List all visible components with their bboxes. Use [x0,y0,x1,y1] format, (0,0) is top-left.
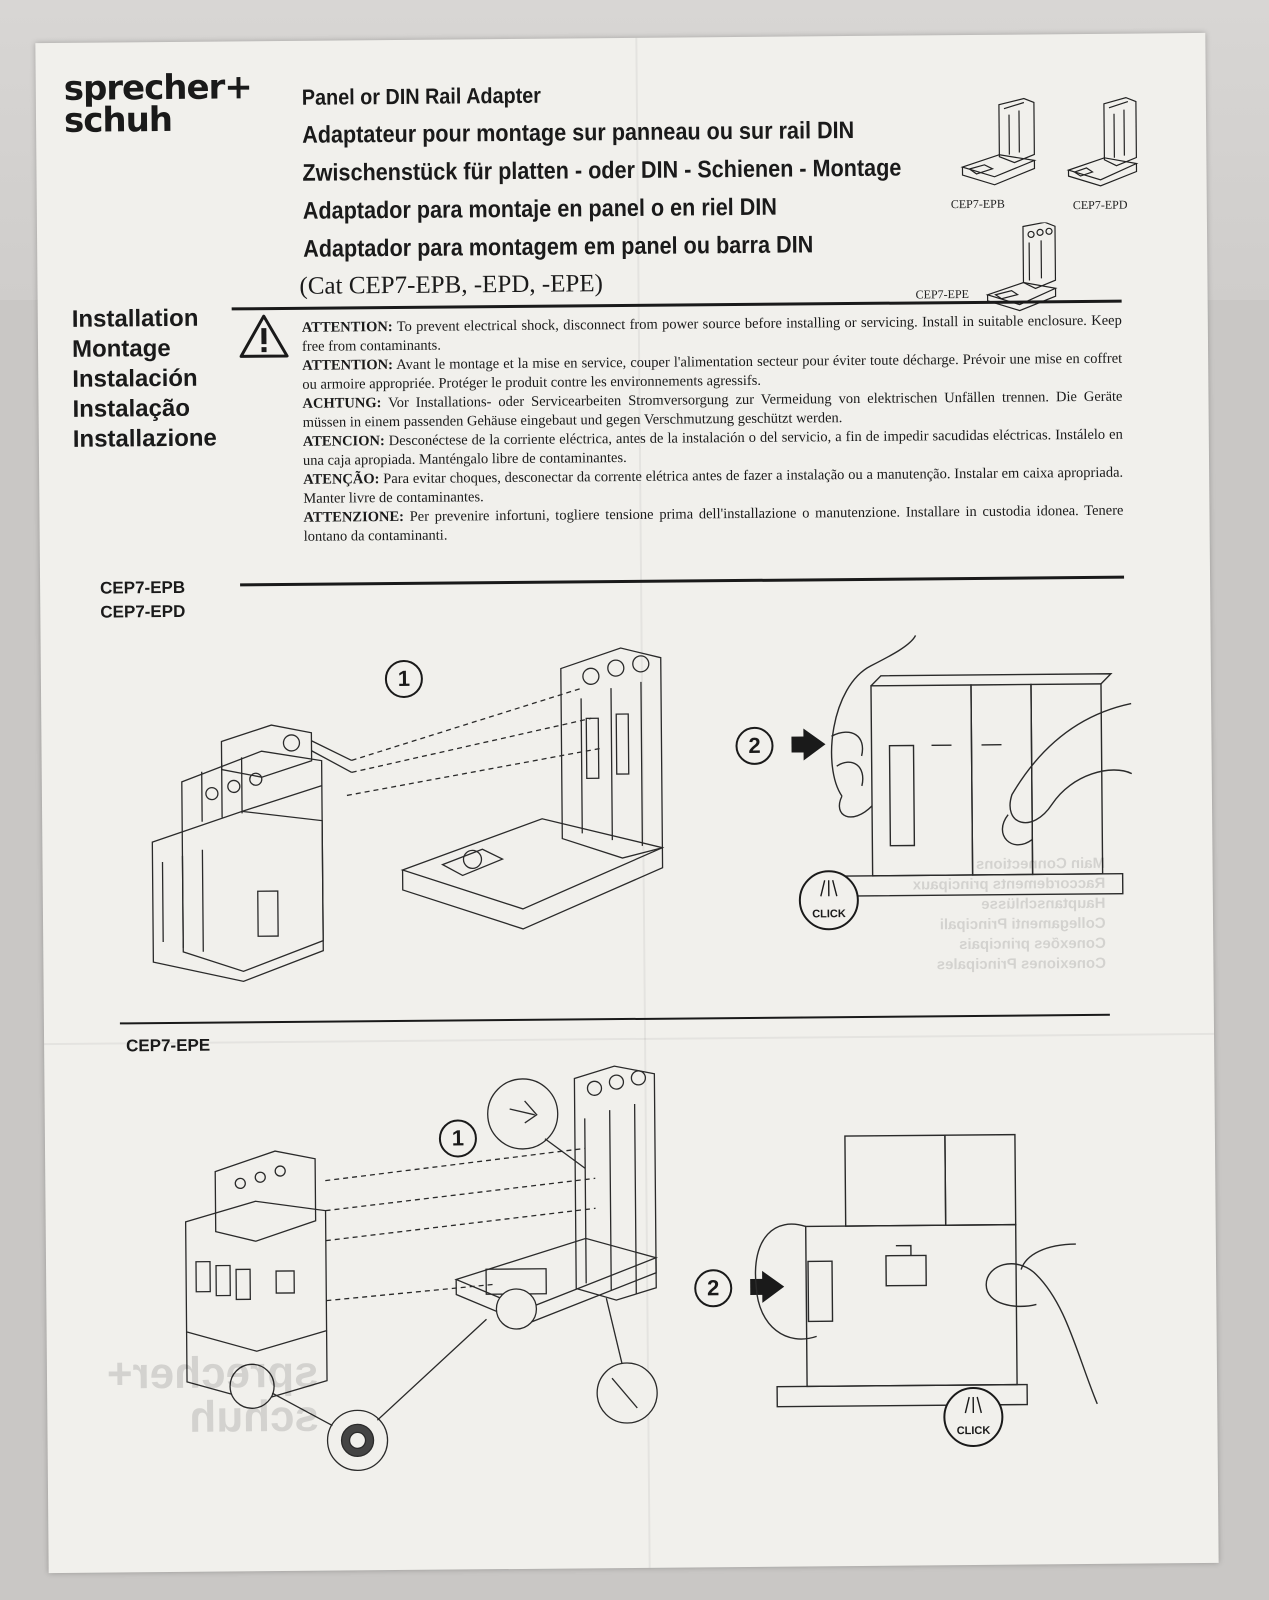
title-en: Panel or DIN Rail Adapter [301,82,542,110]
show-through-logo: sprecher+schuh [106,1347,320,1442]
warning-it: ATTENZIONE: Per prevenire infortuni, tog… [303,502,1123,547]
warning-label: ACHTUNG: [302,395,382,412]
warning-body: Para evitar choques, desconectar da corr… [303,464,1124,507]
section1-assembly-illustration [140,618,663,983]
click-label: CLICK [956,1424,991,1438]
section1-labels: CEP7-EPB CEP7-EPD [100,576,185,625]
brand-logo: sprecher+ schuh [63,67,253,141]
warning-bottom-rule [240,575,1125,587]
product-label-epb: CEP7-EPB [950,196,1005,212]
section1-label-epd: CEP7-EPD [100,601,186,622]
installation-headings: Installation Montage Instalación Instala… [72,304,217,455]
step-2-badge: 2 [694,1269,733,1308]
warning-body: Per prevenire infortuni, togliere tensio… [303,502,1124,545]
click-tick-icon [964,1396,983,1414]
click-tick-icon [820,880,838,897]
epd-product-illustration [1066,96,1139,187]
warning-body: Vor Installations- oder Servicearbeiten … [302,388,1123,431]
section-divider [119,1013,1110,1025]
section1-label-epb: CEP7-EPB [100,577,186,598]
click-indicator: CLICK [798,869,860,931]
warning-triangle-icon [239,314,289,358]
installation-es: Instalación [72,364,198,393]
click-label: CLICK [812,908,846,921]
catalog-numbers: (Cat CEP7-EPB, -EPD, -EPE) [299,270,604,300]
warning-body: Desconéctese de la corriente eléctrica, … [302,426,1123,469]
title-pt: Adaptador para montagem em panel ou barr… [303,231,814,263]
section2-assembly-illustration [164,1038,668,1482]
click-indicator: CLICK [943,1386,1004,1448]
title-es: Adaptador para montaje en panel o en rie… [302,193,778,225]
warning-label: ATTENTION: [301,319,393,336]
epe-product-illustration [985,222,1058,312]
instruction-sheet: sprecher+ schuh Panel or DIN Rail Adapte… [35,32,1219,1574]
warning-body: Avant le montage et la mise en service, … [302,350,1123,393]
warning-body: To prevent electrical shock, disconnect … [301,312,1122,355]
brand-line-2: schuh [63,99,173,141]
warning-label: ATTENTION: [302,357,394,374]
installation-fr: Montage [71,334,171,363]
title-fr: Adaptateur pour montage sur panneau ou s… [302,116,855,149]
section2-push-illustration [745,1104,1108,1437]
warning-label: ATENÇÃO: [303,471,380,488]
step-2-badge: 2 [735,726,774,766]
warning-label: ATENCION: [302,433,385,450]
warning-text-block: ATTENTION: To prevent electrical shock, … [302,312,1124,547]
installation-it: Installazione [72,424,217,453]
epb-product-illustration [960,97,1037,186]
product-label-epd: CEP7-EPD [1072,197,1128,213]
title-block: Panel or DIN Rail Adapter Adaptateur pou… [302,73,969,269]
warning-label: ATTENZIONE: [303,508,405,526]
title-de: Zwischenstück für platten - oder DIN - S… [302,154,902,187]
installation-en: Installation [71,304,199,333]
installation-pt: Instalação [72,394,191,423]
